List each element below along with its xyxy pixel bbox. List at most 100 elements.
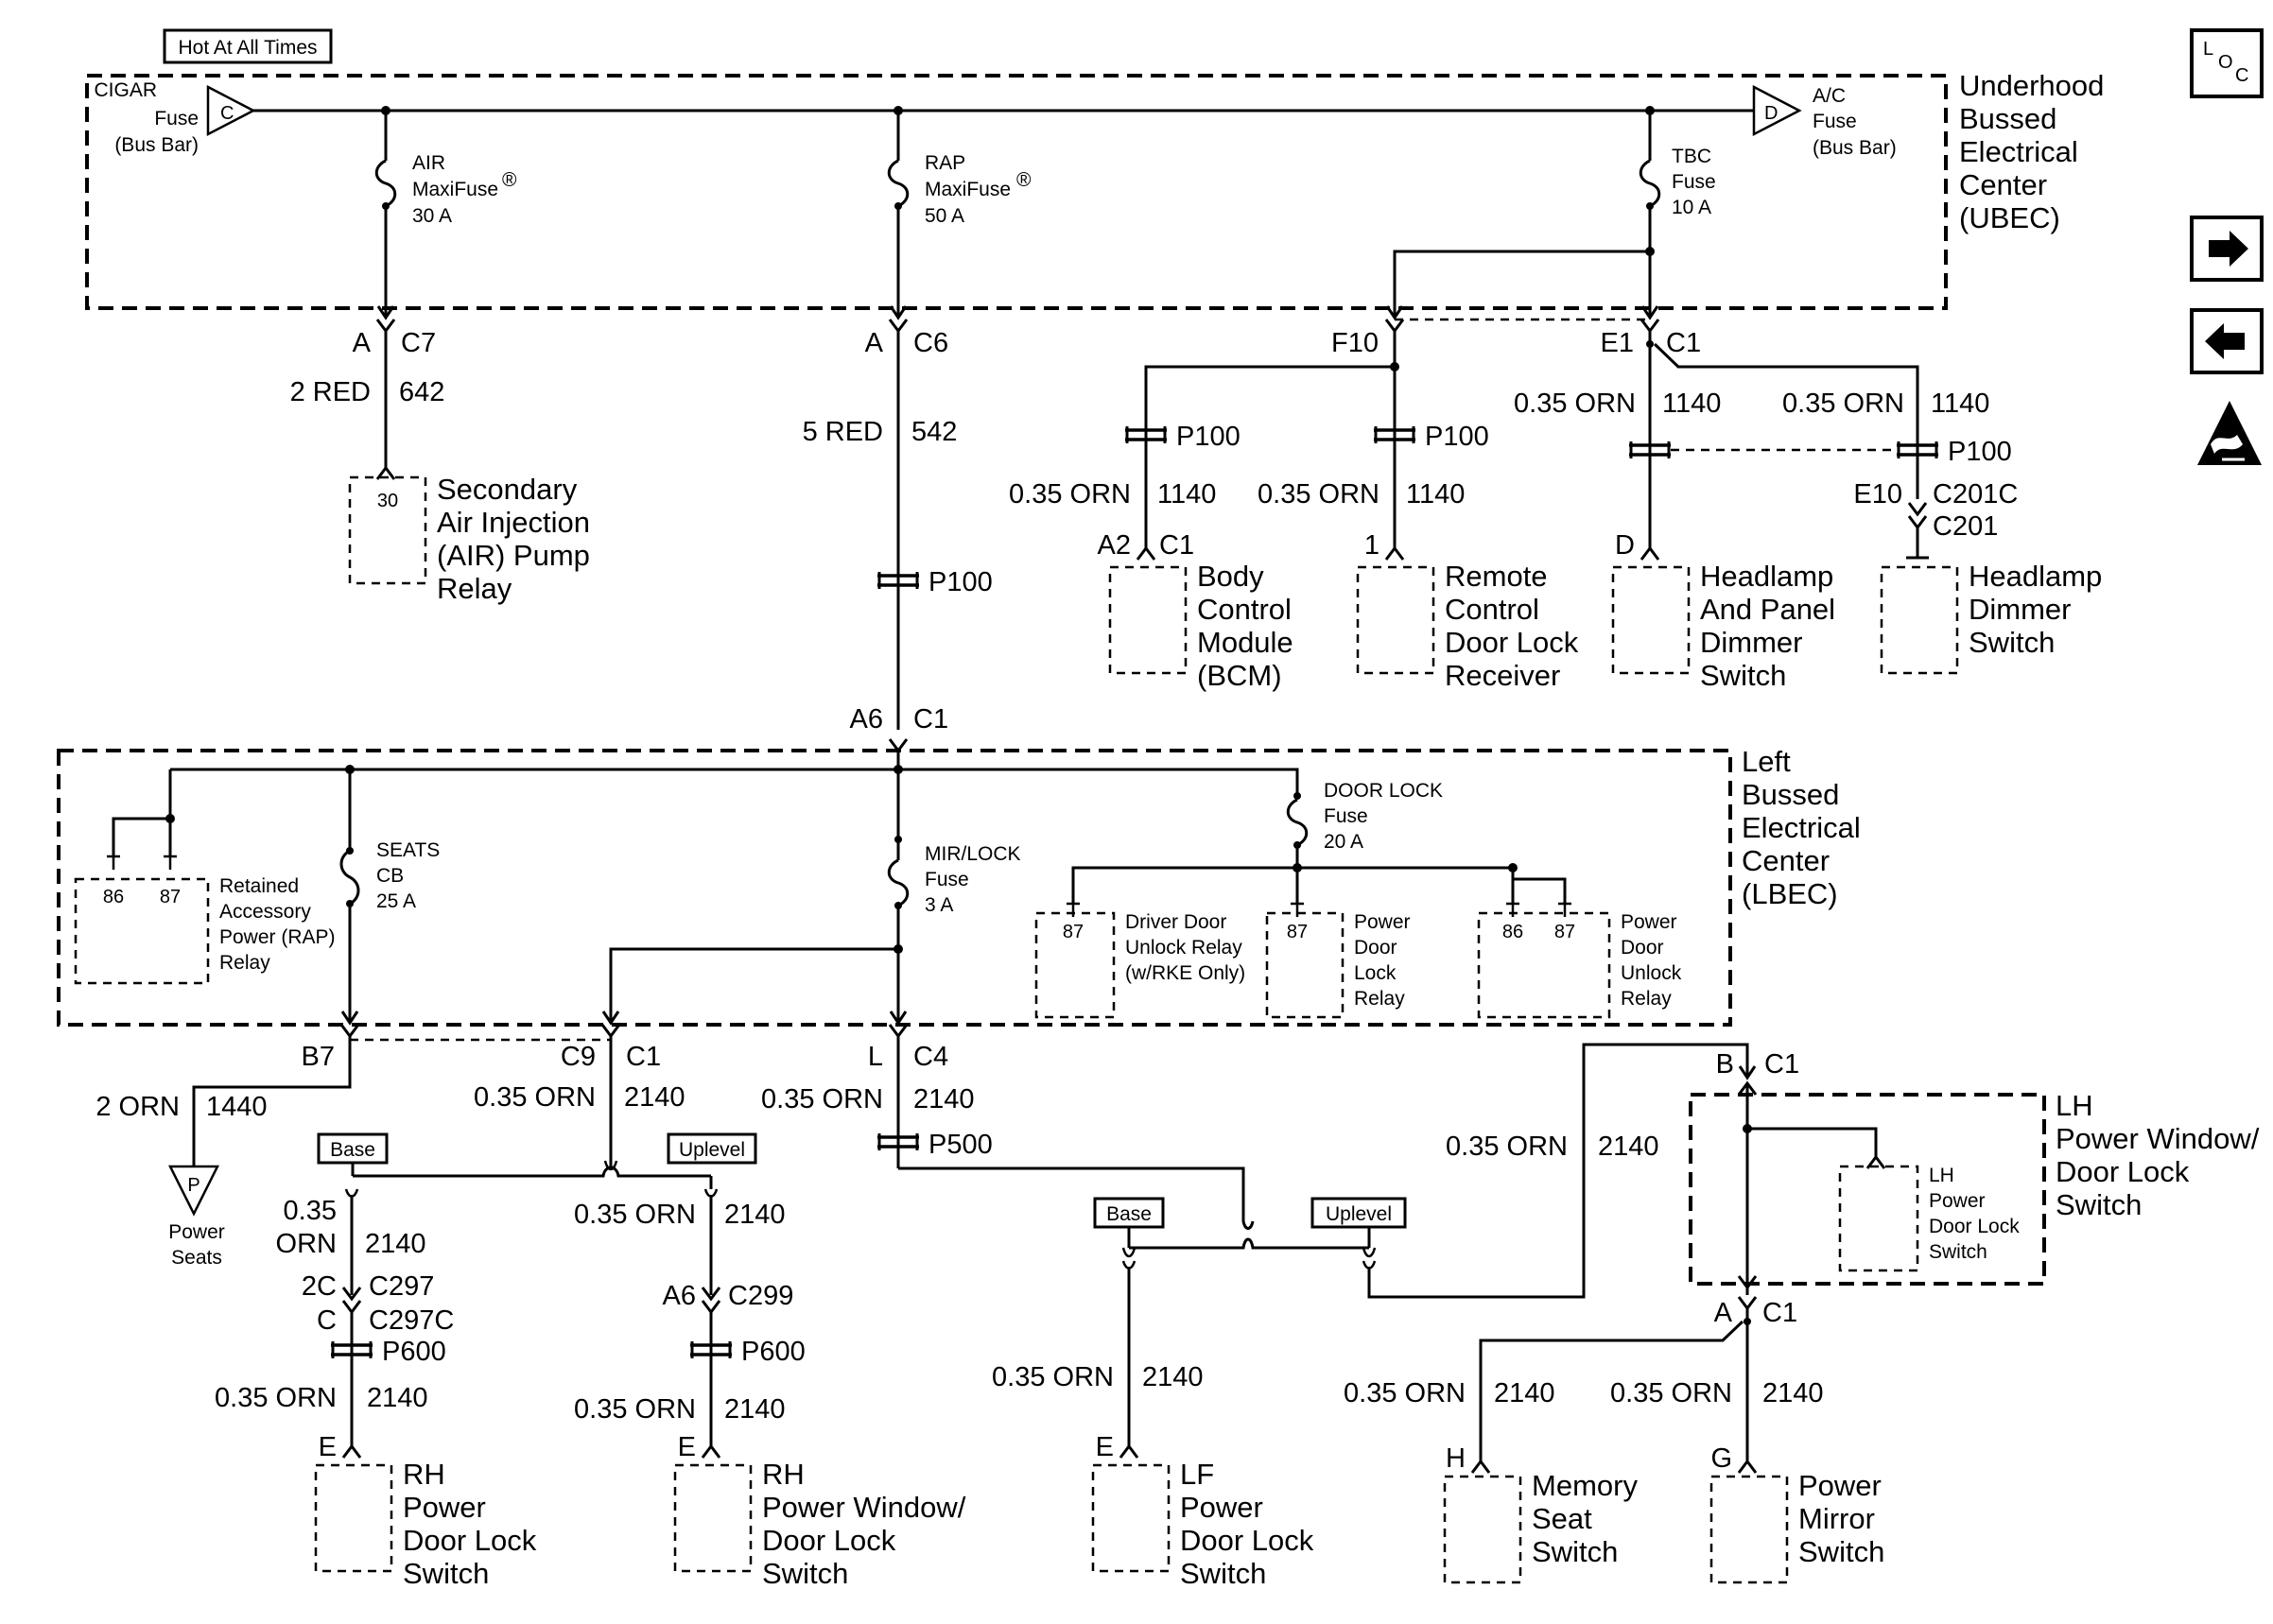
svg-text:1140: 1140 bbox=[1157, 479, 1216, 510]
svg-text:Switch: Switch bbox=[1532, 1535, 1618, 1568]
svg-text:2140: 2140 bbox=[1142, 1362, 1204, 1392]
svg-text:0.35 ORN: 0.35 ORN bbox=[1782, 389, 1904, 419]
svg-text:642: 642 bbox=[399, 377, 444, 407]
svg-text:Electrical: Electrical bbox=[1959, 135, 2078, 168]
svg-text:Door Lock: Door Lock bbox=[403, 1524, 537, 1557]
svg-text:Body: Body bbox=[1197, 560, 1264, 593]
svg-text:Fuse: Fuse bbox=[154, 108, 199, 130]
rh-power-window-wire: 0.35 ORN 2140 A6 C299 P600 0.35 ORN 2140… bbox=[574, 1176, 806, 1462]
svg-text:Switch: Switch bbox=[1798, 1535, 1884, 1568]
uplevel-option-label: Uplevel bbox=[667, 1132, 757, 1165]
location-button[interactable]: L O C bbox=[2190, 28, 2264, 98]
esd-warning-icon[interactable] bbox=[2197, 401, 2262, 465]
svg-text:A: A bbox=[1714, 1298, 1733, 1328]
svg-text:Headlamp: Headlamp bbox=[1700, 560, 1833, 593]
rh-power-door-lock-switch: RH Power Door Lock Switch bbox=[314, 1458, 537, 1590]
rap-circuit-542: A C6 5 RED 542 P100 A6 C1 bbox=[803, 318, 993, 753]
svg-text:Underhood: Underhood bbox=[1959, 69, 2104, 102]
previous-page-button[interactable] bbox=[2190, 308, 2264, 374]
svg-text:Power: Power bbox=[1621, 911, 1677, 933]
svg-text:Headlamp: Headlamp bbox=[1969, 560, 2102, 593]
svg-text:C9: C9 bbox=[561, 1042, 596, 1072]
svg-text:AIR: AIR bbox=[412, 152, 445, 174]
svg-text:®: ® bbox=[502, 169, 517, 191]
svg-text:Switch: Switch bbox=[1969, 626, 2055, 659]
svg-text:C201C: C201C bbox=[1933, 479, 2018, 510]
svg-text:C7: C7 bbox=[401, 328, 436, 358]
svg-text:E1: E1 bbox=[1601, 328, 1634, 358]
svg-text:LF: LF bbox=[1180, 1458, 1214, 1491]
svg-text:Accessory: Accessory bbox=[219, 901, 311, 923]
lbec-box bbox=[57, 749, 1732, 1027]
svg-text:Relay: Relay bbox=[437, 572, 512, 605]
svg-text:C1: C1 bbox=[913, 704, 948, 734]
memory-seat-switch: Memory Seat Switch bbox=[1443, 1469, 1638, 1584]
lh-power-window-wire: 0.35 ORN 2140 B C1 bbox=[1362, 1043, 1799, 1299]
svg-text:Door Lock: Door Lock bbox=[2056, 1155, 2190, 1188]
svg-text:Door: Door bbox=[1354, 937, 1397, 959]
svg-text:P100: P100 bbox=[1948, 437, 2012, 467]
svg-text:A6: A6 bbox=[850, 704, 883, 734]
svg-text:A2: A2 bbox=[1098, 530, 1131, 561]
svg-text:3 A: 3 A bbox=[925, 894, 953, 916]
svg-text:L: L bbox=[2203, 39, 2213, 60]
svg-text:Power: Power bbox=[403, 1491, 486, 1524]
svg-text:P500: P500 bbox=[928, 1130, 993, 1160]
power-seats-circuit-1440: 2 ORN 1440 bbox=[95, 1049, 352, 1166]
svg-text:1140: 1140 bbox=[1931, 389, 1989, 419]
svg-text:C1: C1 bbox=[626, 1042, 661, 1072]
svg-text:®: ® bbox=[1016, 169, 1032, 191]
svg-text:0.35 ORN: 0.35 ORN bbox=[761, 1084, 883, 1114]
svg-text:0.35: 0.35 bbox=[284, 1196, 337, 1226]
svg-text:(UBEC): (UBEC) bbox=[1959, 201, 2060, 234]
svg-text:Power: Power bbox=[1798, 1469, 1882, 1502]
svg-text:Power (RAP): Power (RAP) bbox=[219, 926, 336, 948]
svg-text:C201: C201 bbox=[1933, 511, 1998, 542]
uplevel-option-label-2: Uplevel bbox=[1310, 1197, 1407, 1248]
svg-text:2140: 2140 bbox=[724, 1394, 786, 1425]
svg-text:Door Lock: Door Lock bbox=[762, 1524, 896, 1557]
svg-text:Air Injection: Air Injection bbox=[437, 506, 590, 539]
svg-text:P100: P100 bbox=[928, 567, 993, 597]
svg-text:A: A bbox=[865, 328, 884, 358]
svg-text:20 A: 20 A bbox=[1324, 831, 1363, 853]
svg-text:MIR/LOCK: MIR/LOCK bbox=[925, 843, 1021, 865]
svg-text:G: G bbox=[1710, 1443, 1732, 1474]
svg-text:Door: Door bbox=[1621, 937, 1664, 959]
svg-text:Switch: Switch bbox=[1180, 1557, 1266, 1590]
next-page-button[interactable] bbox=[2190, 216, 2264, 282]
svg-text:Power: Power bbox=[1180, 1491, 1263, 1524]
svg-text:Uplevel: Uplevel bbox=[1326, 1203, 1392, 1225]
svg-text:2140: 2140 bbox=[1598, 1132, 1659, 1162]
svg-text:2140: 2140 bbox=[624, 1082, 685, 1113]
svg-text:Power: Power bbox=[168, 1221, 225, 1243]
svg-text:Relay: Relay bbox=[1354, 988, 1405, 1010]
svg-text:P600: P600 bbox=[741, 1337, 806, 1367]
svg-text:A/C: A/C bbox=[1813, 85, 1846, 107]
remote-door-lock-receiver: Remote Control Door Lock Receiver bbox=[1356, 560, 1579, 692]
tbc-fuse: TBC Fuse 10 A bbox=[1385, 111, 1716, 320]
svg-text:2 RED: 2 RED bbox=[290, 377, 371, 407]
svg-text:Unlock Relay: Unlock Relay bbox=[1125, 937, 1242, 959]
svg-text:10 A: 10 A bbox=[1672, 197, 1711, 218]
svg-text:0.35 ORN: 0.35 ORN bbox=[474, 1082, 596, 1113]
svg-text:P: P bbox=[187, 1175, 200, 1196]
svg-text:C297: C297 bbox=[369, 1271, 434, 1302]
svg-text:(Bus Bar): (Bus Bar) bbox=[114, 134, 199, 156]
svg-text:Door Lock: Door Lock bbox=[1180, 1524, 1314, 1557]
svg-text:0.35 ORN: 0.35 ORN bbox=[1610, 1378, 1732, 1408]
svg-text:Remote: Remote bbox=[1445, 560, 1548, 593]
hot-at-all-times-label: Hot At All Times bbox=[163, 28, 333, 64]
svg-text:Left: Left bbox=[1742, 745, 1791, 778]
svg-text:L: L bbox=[868, 1042, 883, 1072]
lf-door-lock-circuit-2140: 0.35 ORN 2140 P500 bbox=[761, 1049, 1377, 1258]
svg-text:CIGAR: CIGAR bbox=[94, 79, 157, 101]
svg-text:542: 542 bbox=[911, 417, 957, 447]
svg-text:Door Lock: Door Lock bbox=[1445, 626, 1579, 659]
arrow-right-icon bbox=[2209, 231, 2248, 267]
svg-text:RH: RH bbox=[762, 1458, 805, 1491]
air-maxifuse: AIR MaxiFuse ® 30 A bbox=[374, 111, 517, 320]
svg-text:F10: F10 bbox=[1331, 328, 1379, 358]
svg-text:5 RED: 5 RED bbox=[803, 417, 883, 447]
air-pump-relay: 30 Secondary Air Injection (AIR) Pump Re… bbox=[348, 473, 590, 605]
